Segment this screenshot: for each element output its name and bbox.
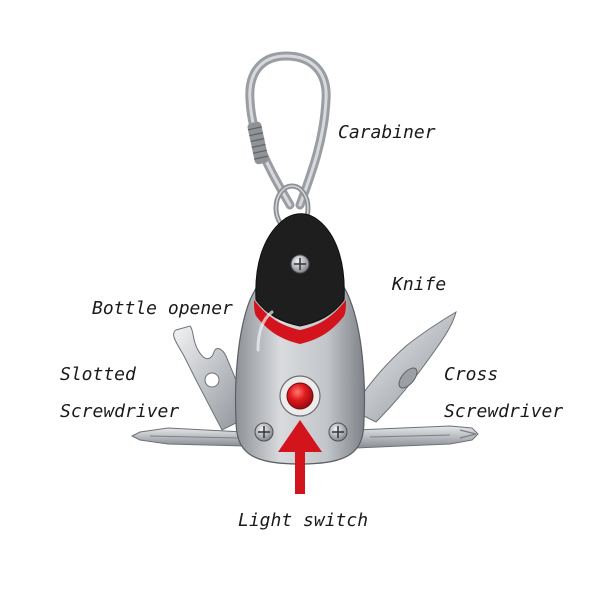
label-slotted-line2: Screwdriver xyxy=(60,401,180,422)
carabiner xyxy=(245,51,331,233)
screw-right xyxy=(328,422,348,442)
label-light-switch: Light switch xyxy=(238,510,369,531)
label-cross-line1: Cross xyxy=(444,364,499,385)
slotted-screwdriver xyxy=(130,427,245,447)
screw-left xyxy=(254,422,274,442)
light-switch-arrow xyxy=(278,420,322,494)
label-carabiner: Carabiner xyxy=(338,122,436,143)
label-slotted-line1: Slotted xyxy=(60,364,136,385)
label-bottle-opener: Bottle opener xyxy=(92,298,233,319)
label-cross-line2: Screwdriver xyxy=(444,401,564,422)
light-switch-button[interactable] xyxy=(279,375,321,417)
bottle-opener xyxy=(173,325,247,431)
screw-top xyxy=(290,254,310,274)
knife-blade xyxy=(351,310,457,423)
cross-screwdriver xyxy=(355,425,479,449)
label-knife: Knife xyxy=(392,274,447,295)
